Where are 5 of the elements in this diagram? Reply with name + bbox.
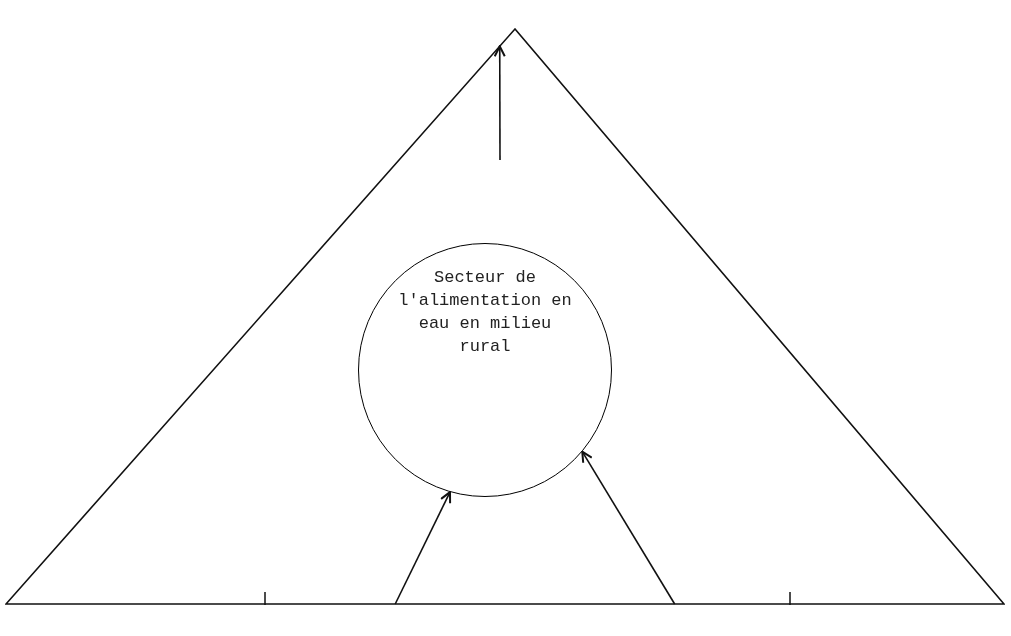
arrow	[581, 450, 676, 605]
triangle-outline	[5, 28, 1005, 605]
arrow	[493, 45, 506, 161]
arrow	[394, 491, 452, 605]
node-text: Secteur de l'alimentation en eau en milieu rural	[397, 267, 573, 358]
